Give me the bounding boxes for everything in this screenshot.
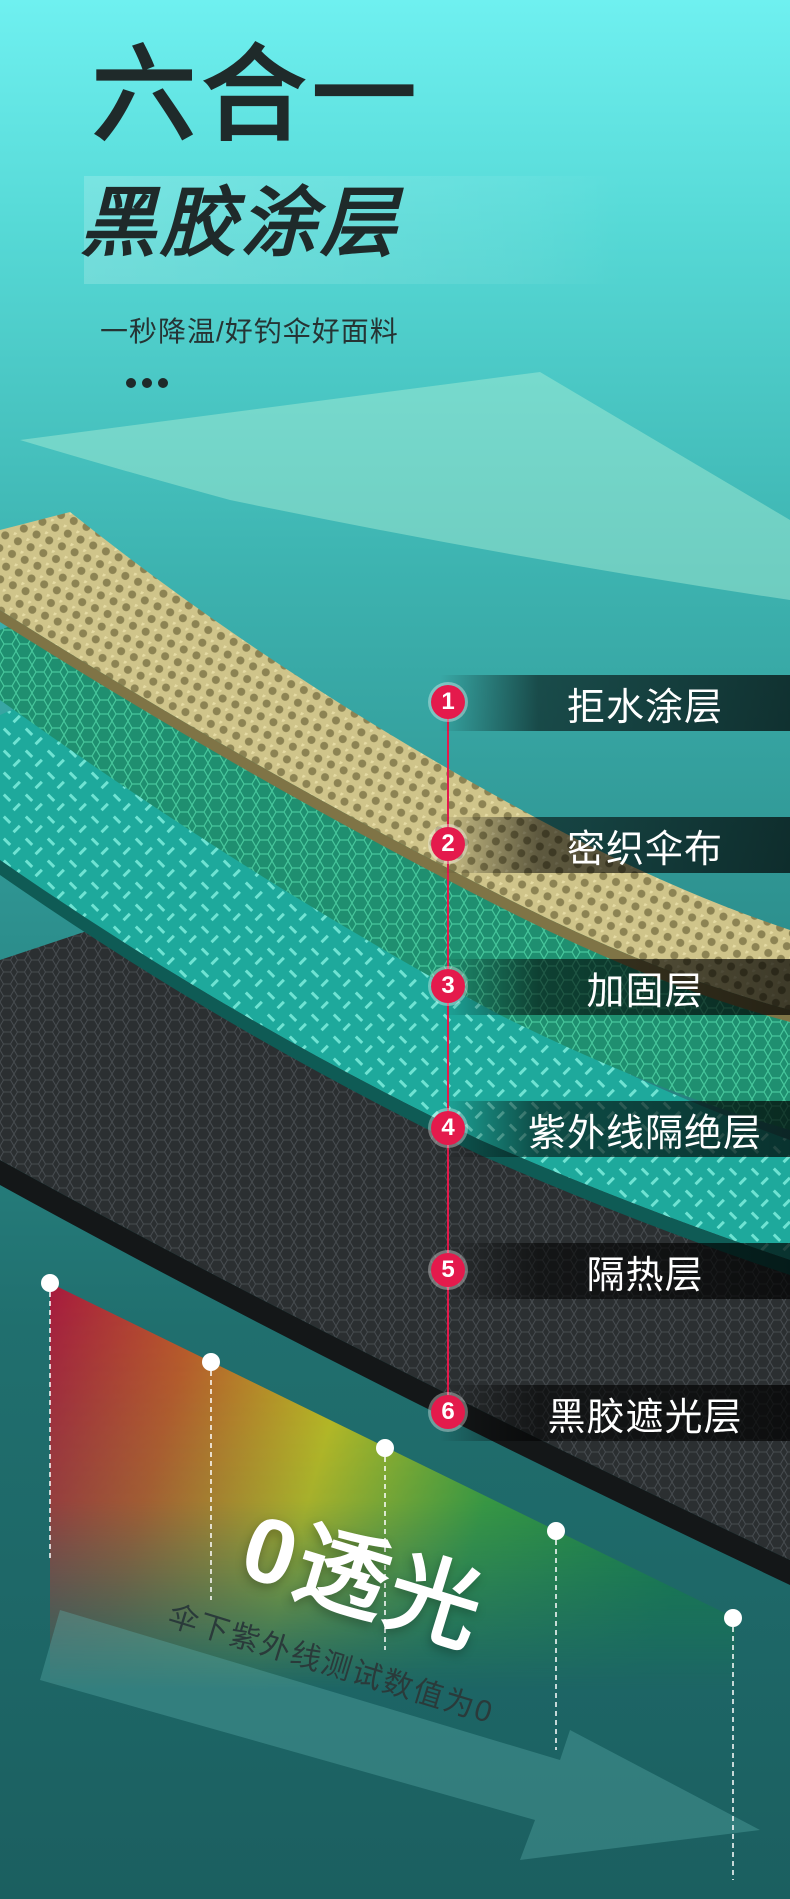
layer-label-text: 拒水涂层	[566, 686, 723, 729]
layer-label-text: 加固层	[586, 970, 704, 1013]
tan-woven-layer	[0, 512, 790, 1010]
dot	[126, 378, 136, 388]
layer-label-1: 拒水涂层	[440, 675, 790, 731]
dot	[142, 378, 152, 388]
layer-label-6: 黑胶遮光层	[440, 1385, 790, 1441]
layer-label-text: 黑胶遮光层	[547, 1396, 743, 1439]
uv-gradient-plane	[50, 1283, 735, 1760]
layer-badge-5: 5	[431, 1253, 465, 1287]
layer-label-2: 密织伞布	[440, 817, 790, 873]
layer-label-4: 紫外线隔绝层	[440, 1101, 790, 1157]
measure-dot	[547, 1522, 565, 1540]
more-dots-icon	[126, 378, 168, 388]
title-line1: 六合一	[92, 38, 423, 154]
subtitle: 一秒降温/好钓伞好面料	[100, 316, 399, 347]
black-base-layer-edge	[0, 1160, 790, 1585]
measure-dot	[202, 1353, 220, 1371]
layer-badge-6: 6	[431, 1395, 465, 1429]
dot	[158, 378, 168, 388]
layer-label-text: 隔热层	[586, 1254, 704, 1297]
layer-badge-2: 2	[431, 827, 465, 861]
clear-film-layer	[20, 372, 790, 600]
measure-dot	[724, 1609, 742, 1627]
measure-lines	[49, 1283, 734, 1880]
measure-dot	[376, 1439, 394, 1457]
layer-badge-1: 1	[431, 685, 465, 719]
layer-label-text: 紫外线隔绝层	[527, 1112, 762, 1155]
title-band	[84, 176, 624, 284]
title-line2: 黑胶涂层	[80, 181, 400, 266]
layer-label-3: 加固层	[440, 959, 790, 1015]
measure-dot	[41, 1274, 59, 1292]
teal-layer-edge	[0, 860, 790, 1275]
layer-label-text: 密织伞布	[566, 828, 723, 871]
measure-dots	[41, 1274, 742, 1627]
layer-badge-4: 4	[431, 1111, 465, 1145]
layer-badge-3: 3	[431, 969, 465, 1003]
arrow-graphic	[40, 1610, 760, 1860]
layer-label-5: 隔热层	[440, 1243, 790, 1299]
